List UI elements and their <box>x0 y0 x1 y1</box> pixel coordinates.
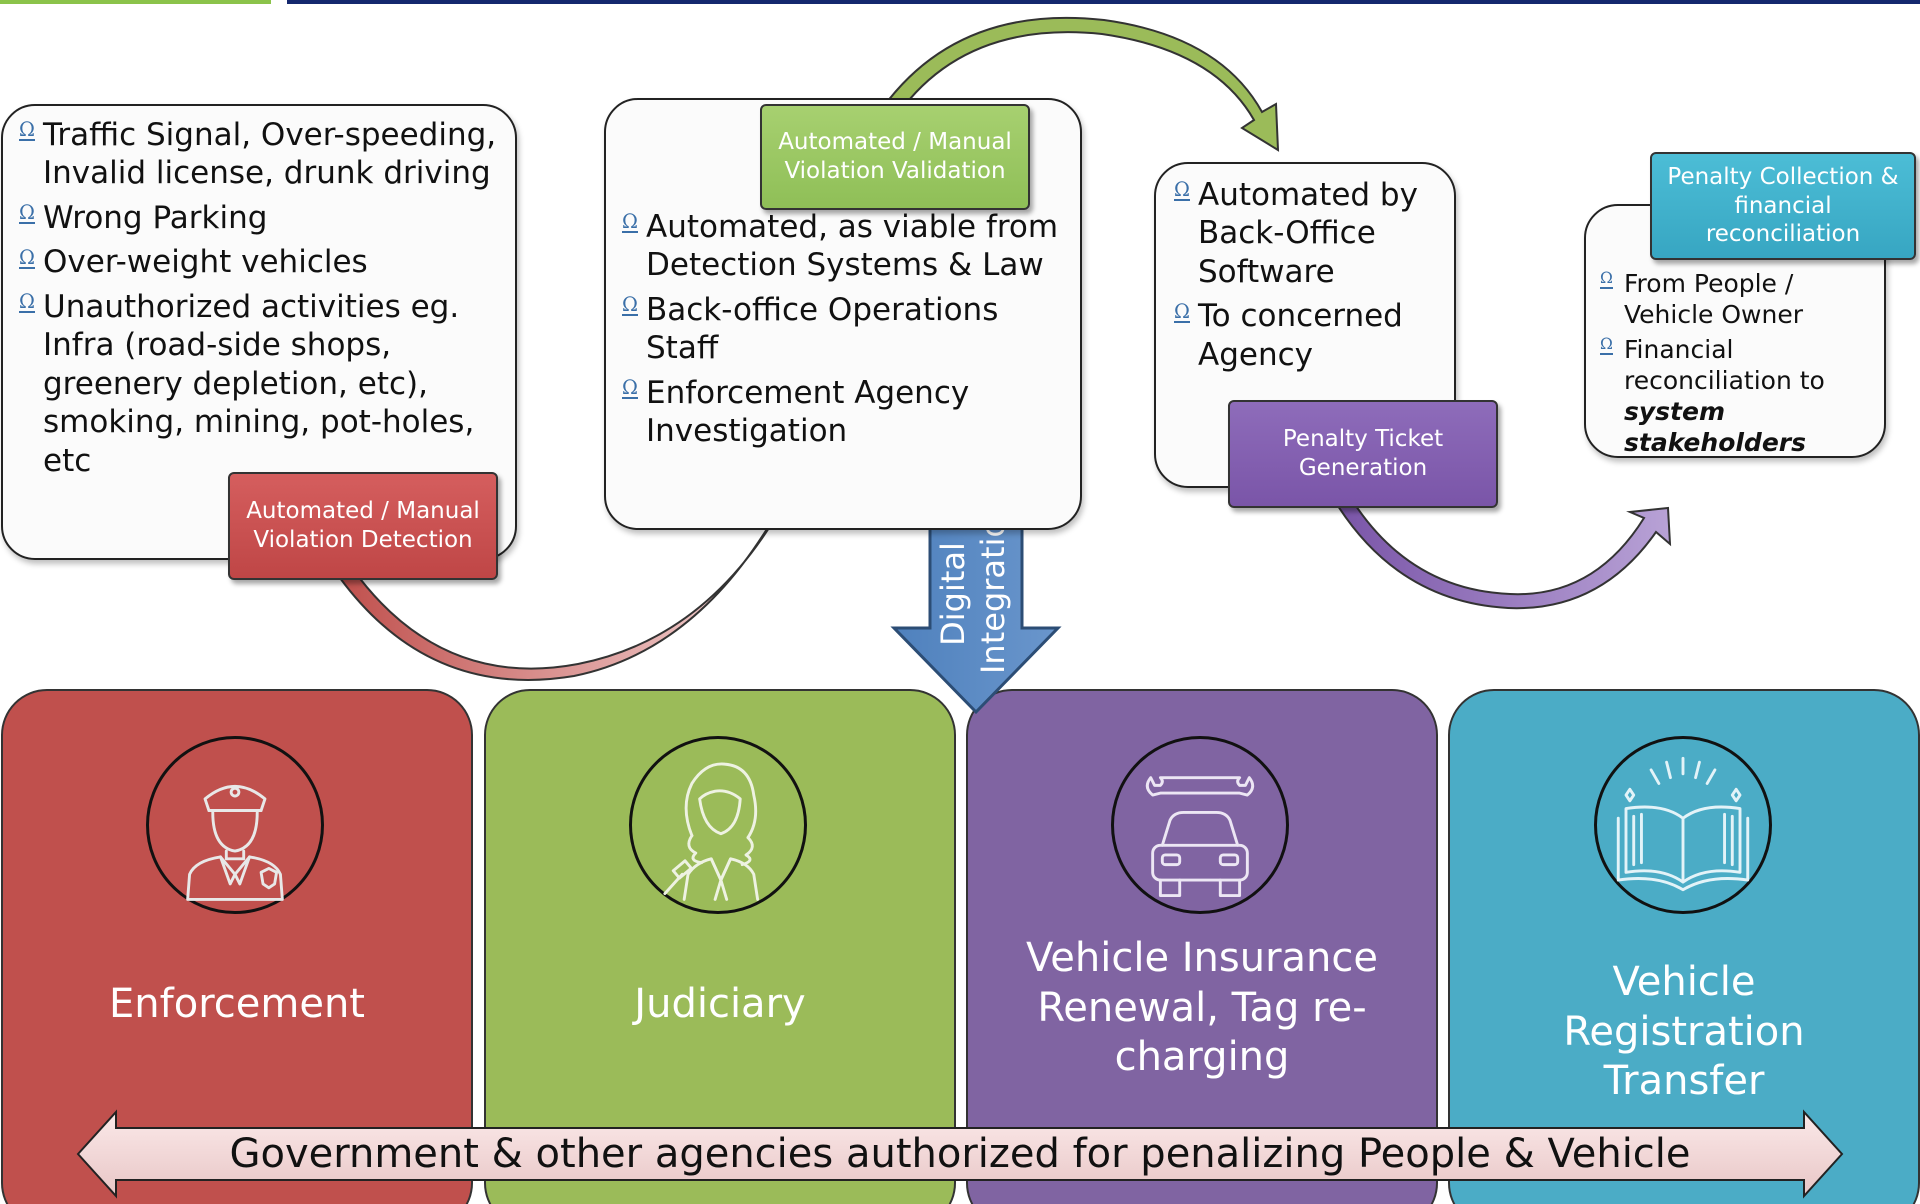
list-item: Traffic Signal, Over-speeding, Invalid l… <box>15 116 499 193</box>
stage-validation-bullets: Automated, as viable from Detection Syst… <box>606 100 1080 451</box>
agency-label-vehicle-insurance: Vehicle Insurance Renewal, Tag re-chargi… <box>1026 935 1379 1081</box>
stage-detection-bullets: Traffic Signal, Over-speeding, Invalid l… <box>3 106 515 480</box>
open-book-icon <box>1594 736 1772 914</box>
agency-label-judiciary: Judiciary <box>634 981 806 1027</box>
digital-integration-label: Digital Integration <box>934 497 1012 674</box>
list-item: From People / Vehicle Owner <box>1596 268 1876 330</box>
stage-collection-box: From People / Vehicle Owner Financial re… <box>1584 204 1886 458</box>
top-accent-bar-navy <box>287 0 1920 4</box>
car-wrench-icon <box>1111 736 1289 914</box>
stage-ticket-bullets: Automated by Back-Office Software To con… <box>1156 164 1454 374</box>
stage-ticket-tag: Penalty Ticket Generation <box>1228 400 1498 508</box>
judge-gavel-icon <box>629 736 807 914</box>
arrow-ticket-to-collection <box>1336 498 1672 610</box>
collection-stakeholders-text: system stakeholders <box>1624 397 1806 457</box>
list-item: Back-office Operations Staff <box>618 291 1070 368</box>
list-item: Automated, as viable from Detection Syst… <box>618 208 1070 285</box>
stage-collection-bullets: From People / Vehicle Owner Financial re… <box>1586 206 1884 458</box>
stage-detection-tag: Automated / Manual Violation Detection <box>228 472 498 580</box>
stage-validation-tag: Automated / Manual Violation Validation <box>760 104 1030 210</box>
list-item: To concerned Agency <box>1170 297 1444 374</box>
bottom-banner-text: Government & other agencies authorized f… <box>229 1131 1691 1177</box>
list-item: Financial reconciliation to system stake… <box>1596 334 1876 458</box>
stage-collection-tag: Penalty Collection & financial reconcili… <box>1650 152 1916 260</box>
list-item: Enforcement Agency Investigation <box>618 374 1070 451</box>
agency-label-enforcement: Enforcement <box>109 981 365 1027</box>
list-item: Automated by Back-Office Software <box>1170 176 1444 291</box>
list-item: Over-weight vehicles <box>15 243 499 281</box>
agency-label-vehicle-registration: Vehicle Registration Transfer <box>1563 959 1805 1105</box>
police-officer-icon <box>146 736 324 914</box>
list-item: Unauthorized activities eg. Infra (road-… <box>15 288 499 480</box>
top-accent-bar-green <box>0 0 271 4</box>
list-item: Wrong Parking <box>15 199 499 237</box>
collection-reconciliation-text: Financial reconciliation to <box>1624 335 1825 395</box>
